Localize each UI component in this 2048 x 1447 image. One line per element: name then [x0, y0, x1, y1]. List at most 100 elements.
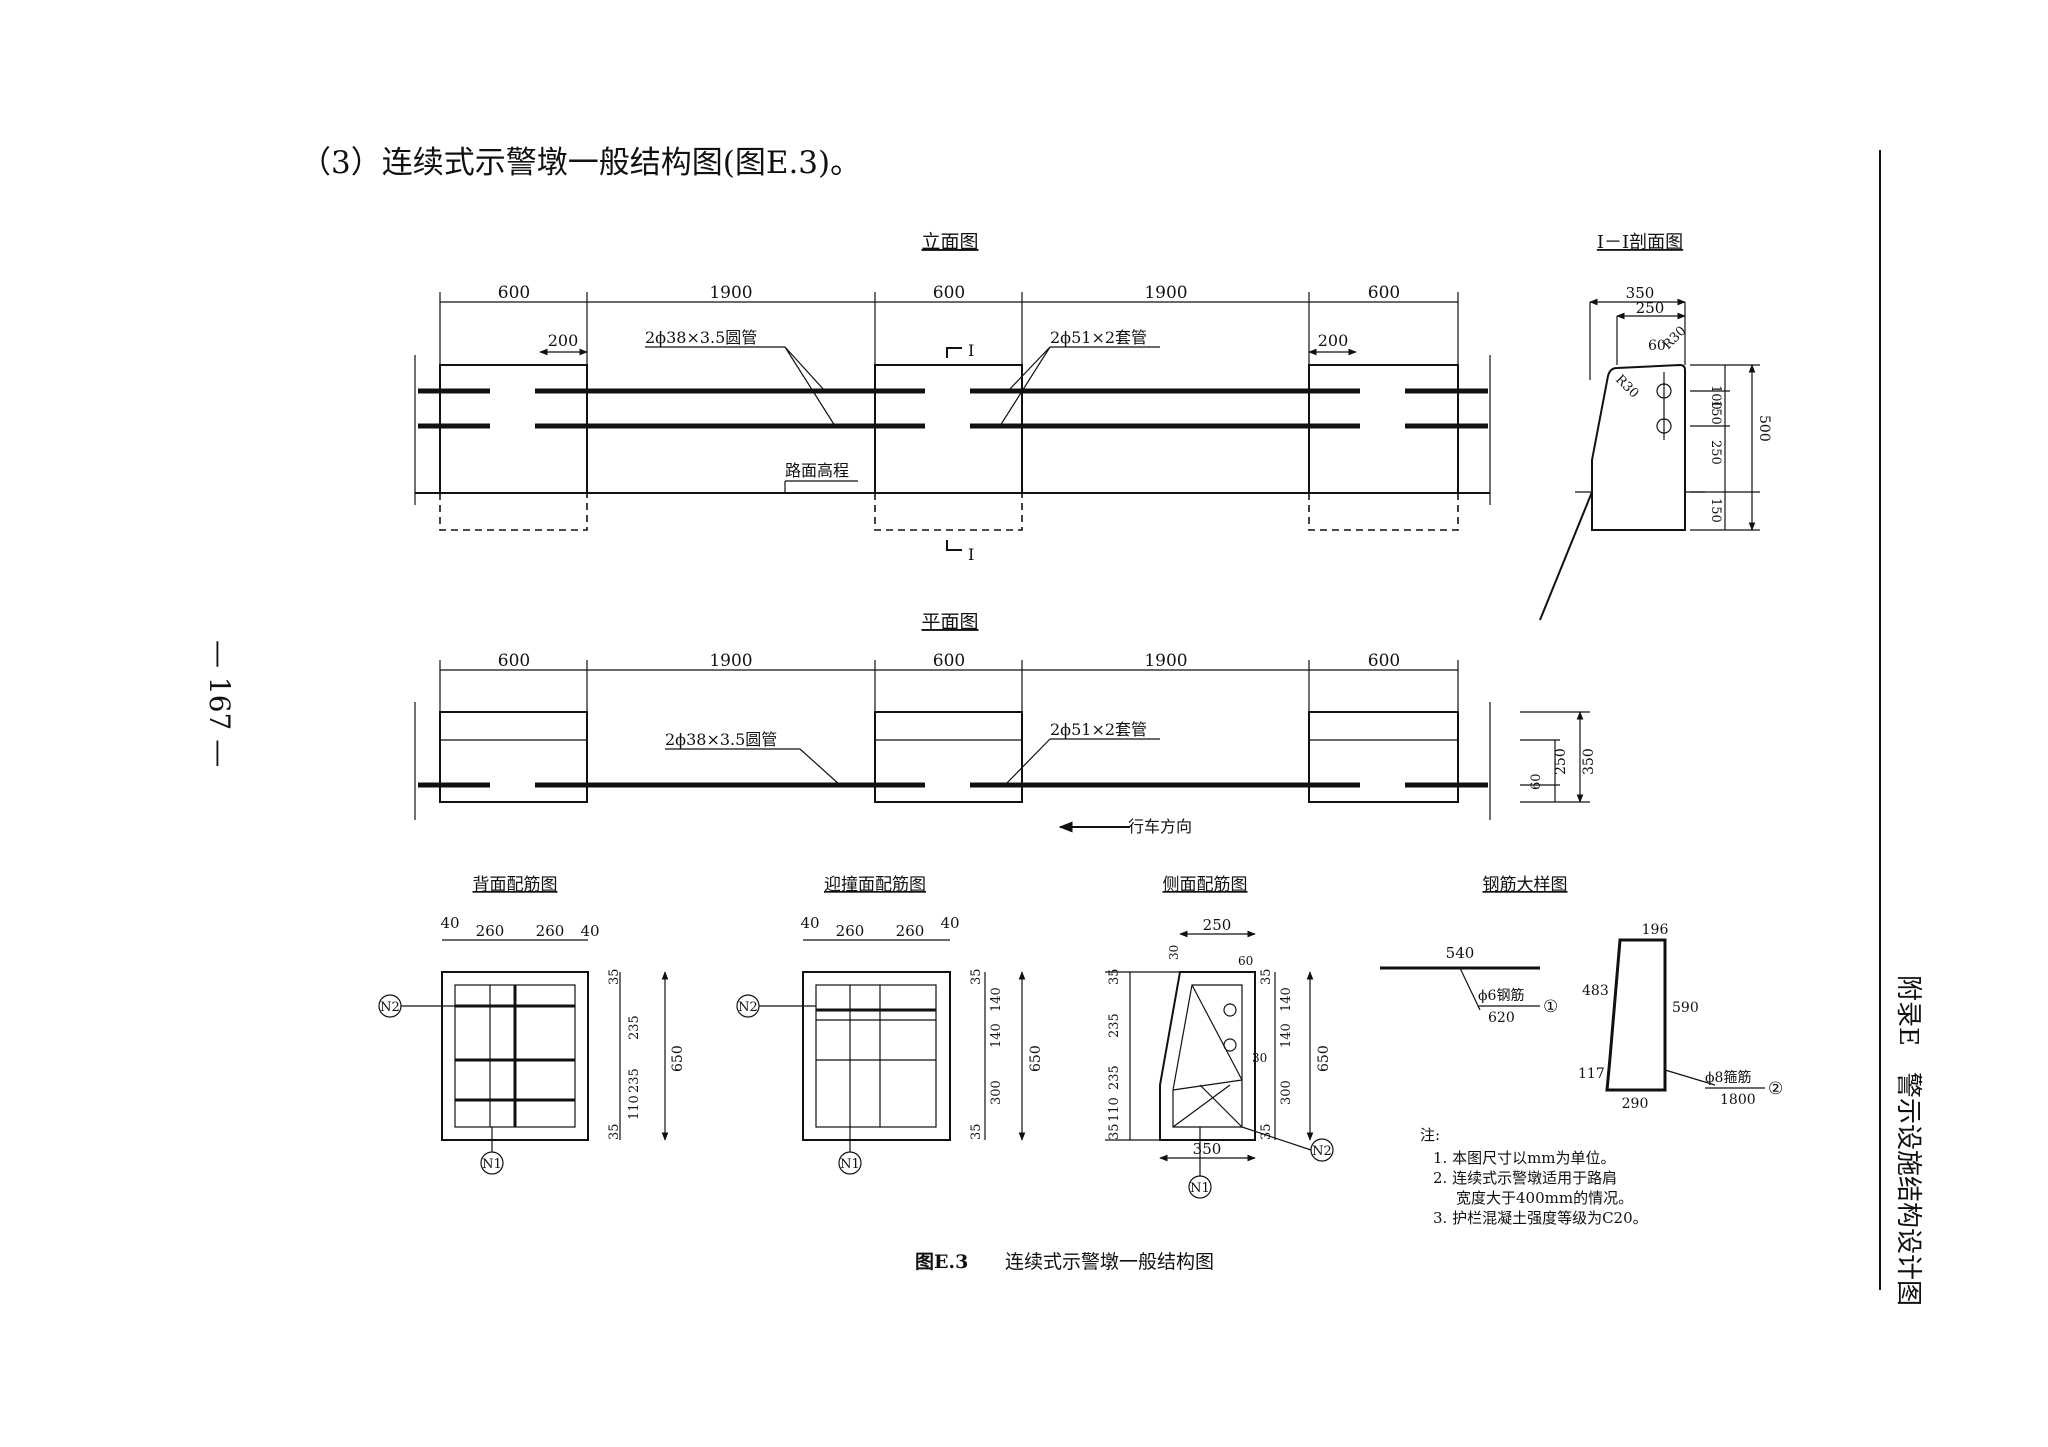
plan-side-350: 350 — [1581, 748, 1597, 775]
figure-title: 连续式示警墩一般结构图 — [1005, 1251, 1214, 1273]
road-elevation-label: 路面高程 — [785, 461, 849, 480]
bar2-right: 590 — [1672, 1000, 1699, 1016]
front-rebar-title: 迎撞面配筋图 — [824, 875, 926, 895]
section-title: I－I剖面图 — [1597, 232, 1683, 253]
elev-dim-1: 600 — [498, 283, 530, 303]
back-top-40a: 40 — [440, 914, 459, 932]
bar2-label: ϕ8箍筋 — [1705, 1069, 1751, 1086]
side-bottom-350: 350 — [1193, 1140, 1222, 1158]
bar2-top: 196 — [1642, 922, 1669, 938]
plan-side-250: 250 — [1553, 748, 1569, 775]
elev-dim-3: 600 — [933, 283, 965, 303]
side-top-250: 250 — [1203, 916, 1232, 934]
back-rebar-view: 背面配筋图 40 260 260 40 N2 N1 35 235 235 110… — [378, 875, 686, 1175]
back-side-35a: 35 — [607, 968, 622, 985]
section-mark-bottom: I — [968, 545, 974, 564]
elev-sleeve-label: 2ϕ51×2套管 — [1050, 328, 1147, 347]
plan-title: 平面图 — [921, 611, 978, 633]
bar1-mark: ① — [1543, 997, 1558, 1017]
side-left-35b: 35 — [1107, 1123, 1122, 1140]
back-top-40b: 40 — [580, 922, 599, 940]
front-total: 650 — [1028, 1045, 1044, 1072]
front-rebar-view: 迎撞面配筋图 40 260 260 40 N2 N1 35 140 140 30… — [736, 875, 1044, 1175]
side-total: 650 — [1316, 1045, 1332, 1072]
detail-title: 钢筋大样图 — [1483, 875, 1568, 895]
sec-dim-250: 250 — [1636, 299, 1665, 317]
back-top-260b: 260 — [536, 922, 565, 940]
side-n1: N1 — [1190, 1181, 1210, 1196]
front-n2: N2 — [738, 1000, 758, 1015]
side-right-140a: 140 — [1279, 987, 1294, 1012]
back-top-260a: 260 — [476, 922, 505, 940]
plan-sleeve-label: 2ϕ51×2套管 — [1050, 720, 1147, 739]
elev-pipe-label: 2ϕ38×3.5圆管 — [645, 328, 757, 347]
elev-block-2 — [874, 364, 1023, 494]
bar1-len: 540 — [1446, 944, 1475, 962]
bar1-total: 620 — [1488, 1010, 1515, 1026]
back-side-110: 110 — [627, 1095, 642, 1120]
front-side-35b: 35 — [969, 1123, 984, 1140]
note-2b: 宽度大于400mm的情况。 — [1456, 1189, 1633, 1207]
sec-v3: 250 — [1708, 440, 1723, 465]
appendix-side-label: 附录E 警示设施结构设计图 — [1893, 975, 1923, 1306]
back-side-235a: 235 — [627, 1015, 642, 1040]
front-top-260b: 260 — [896, 922, 925, 940]
plan-dim-2: 1900 — [709, 651, 752, 671]
elev-dim-4: 1900 — [1144, 283, 1187, 303]
plan-block-2 — [874, 711, 1023, 803]
elevation-title: 立面图 — [921, 231, 978, 253]
rebar-detail-view: 钢筋大样图 540 ϕ6钢筋 620 ① 196 483 590 117 290… — [1380, 875, 1783, 1112]
bar1-label: ϕ6钢筋 — [1478, 987, 1524, 1004]
sec-height: 500 — [1756, 415, 1772, 442]
elev-block-1 — [439, 364, 588, 494]
plan-dim-1: 600 — [498, 651, 530, 671]
bar2-mark: ② — [1768, 1079, 1783, 1099]
front-top-40b: 40 — [940, 914, 959, 932]
plan-view: 平面图 600 1900 600 1900 600 2ϕ38×3.5圆管 2ϕ5… — [414, 611, 1597, 836]
side-right-300: 300 — [1279, 1080, 1294, 1105]
side-right-140b: 140 — [1279, 1023, 1294, 1048]
bar2-bottom: 290 — [1622, 1096, 1649, 1112]
plan-dim-5: 600 — [1368, 651, 1400, 671]
side-left-35a: 35 — [1107, 968, 1122, 985]
section-view: I－I剖面图 350 250 60 R30 R30 100 150 250 15… — [1539, 232, 1772, 621]
front-n1: N1 — [840, 1157, 860, 1172]
note-2: 2. 连续式示警墩适用于路肩 — [1433, 1169, 1617, 1187]
back-side-235b: 235 — [627, 1068, 642, 1093]
front-side-140b: 140 — [989, 1023, 1004, 1048]
notes: 注: 1. 本图尺寸以mm为单位。 2. 连续式示警墩适用于路肩 宽度大于400… — [1420, 1126, 1648, 1227]
plan-block-3 — [1308, 711, 1459, 803]
figure-number: 图E.3 — [915, 1251, 968, 1273]
bar2-left: 483 — [1582, 983, 1609, 999]
front-side-300: 300 — [989, 1080, 1004, 1105]
bar2-total: 1800 — [1720, 1092, 1756, 1108]
plan-block-1 — [439, 711, 588, 803]
driving-direction-label: 行车方向 — [1128, 817, 1192, 836]
back-side-35b: 35 — [607, 1123, 622, 1140]
elev-gap-left: 200 — [548, 331, 579, 350]
side-left-235b: 235 — [1107, 1065, 1122, 1090]
plan-dim-3: 600 — [933, 651, 965, 671]
side-rebar-title: 侧面配筋图 — [1163, 875, 1248, 895]
elevation-view: 立面图 600 1900 600 1900 600 200 200 — [414, 231, 1491, 564]
sec-dim-60: 60 — [1648, 338, 1666, 354]
side-right-35a: 35 — [1259, 968, 1274, 985]
side-left-110: 110 — [1107, 1097, 1122, 1122]
side-rebar-view: 侧面配筋图 250 30 60 30 35 235 235 35 110 35 … — [1105, 875, 1334, 1199]
back-n1: N1 — [482, 1157, 502, 1172]
elev-pipes — [418, 388, 1488, 429]
section-outline — [1591, 363, 1686, 531]
side-n2: N2 — [1312, 1144, 1332, 1159]
notes-title: 注: — [1420, 1126, 1440, 1144]
sec-v1: 100 — [1708, 385, 1723, 410]
elev-gap-right: 200 — [1318, 331, 1349, 350]
front-top-40a: 40 — [800, 914, 819, 932]
front-side-140a: 140 — [989, 987, 1004, 1012]
sec-v4: 150 — [1708, 498, 1723, 523]
bar2-bottom-left: 117 — [1578, 1066, 1605, 1082]
side-small-30a: 30 — [1167, 945, 1181, 960]
side-left-235a: 235 — [1107, 1013, 1122, 1038]
plan-side-60: 60 — [1529, 773, 1544, 790]
sec-r-side: R30 — [1612, 372, 1641, 401]
